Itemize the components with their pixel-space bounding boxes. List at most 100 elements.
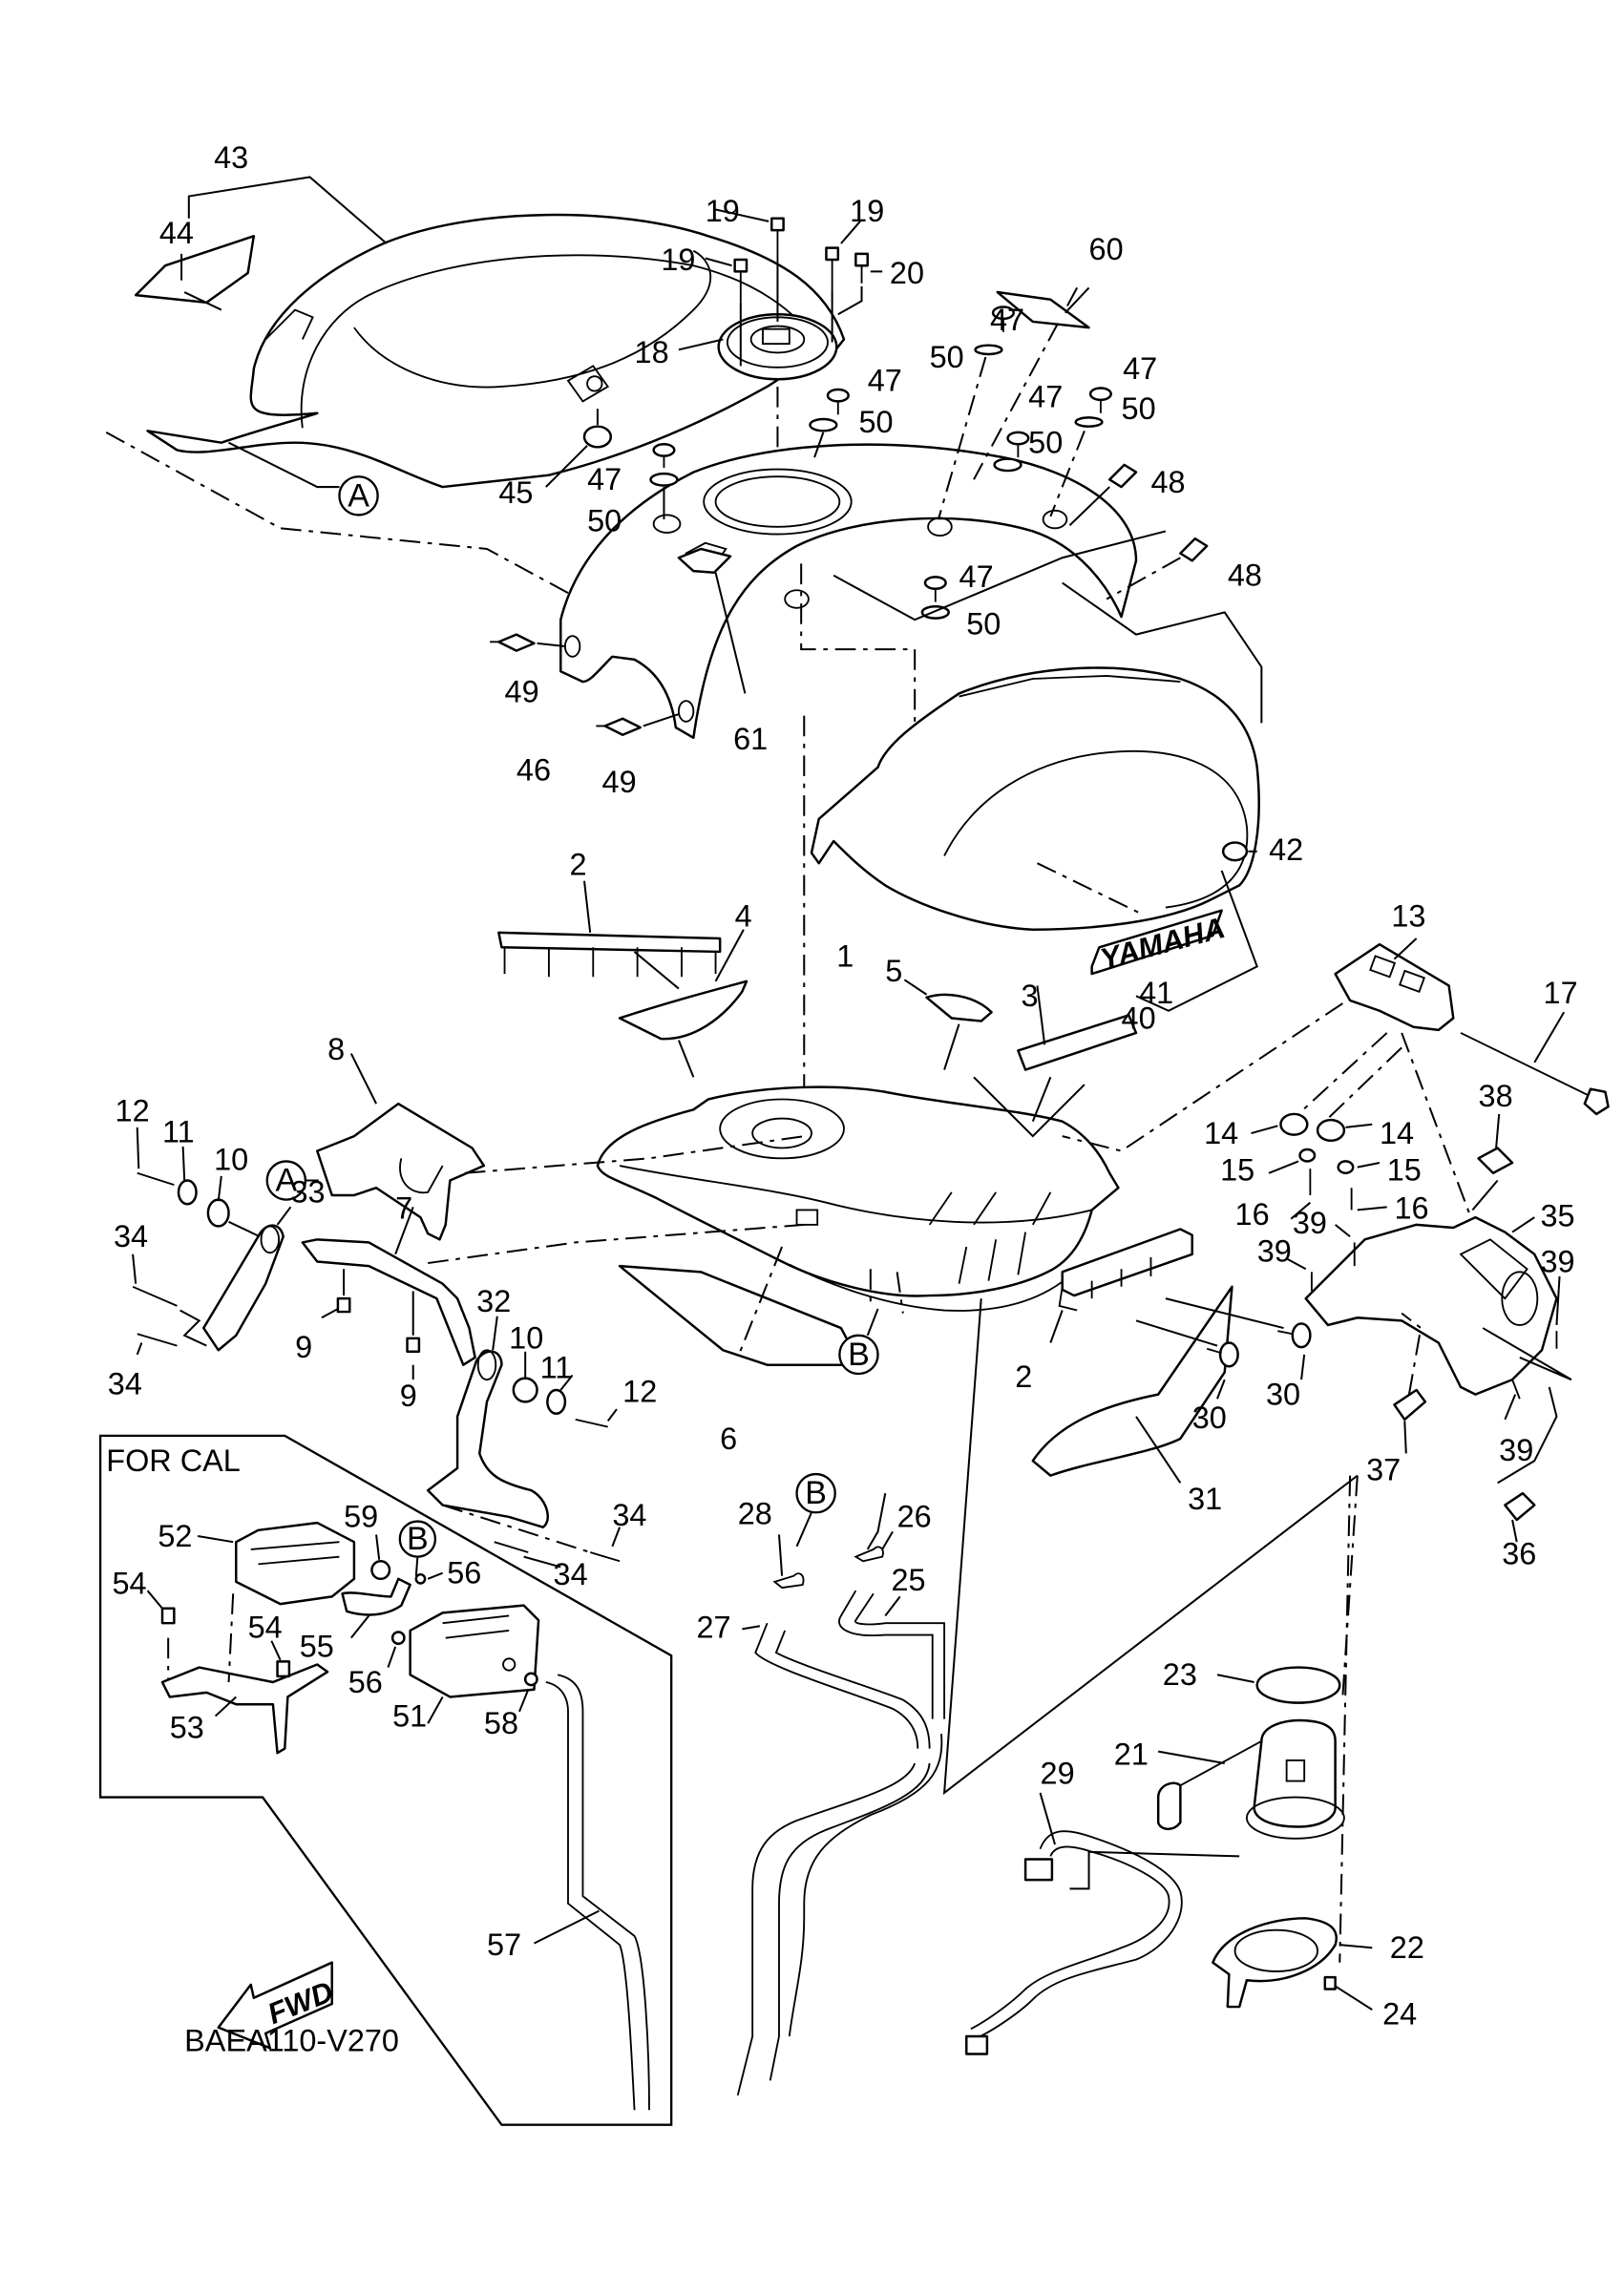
- callout-14: 14: [1204, 1116, 1238, 1150]
- callout-47: 47: [990, 303, 1024, 337]
- callout-29: 29: [1041, 1757, 1075, 1791]
- callout-36: 36: [1502, 1536, 1536, 1570]
- callout-44: 44: [159, 216, 194, 250]
- callout-18: 18: [635, 335, 669, 369]
- decal-44-part: [134, 235, 256, 305]
- callout-21: 21: [1114, 1738, 1149, 1772]
- hose-25-part: [788, 1590, 946, 2037]
- callout-15: 15: [1220, 1153, 1254, 1188]
- callout-57: 57: [487, 1927, 521, 1962]
- callout-23: 23: [1163, 1657, 1197, 1692]
- callout-15: 15: [1387, 1153, 1422, 1188]
- callout-35: 35: [1540, 1198, 1574, 1232]
- stay-33-part: [202, 1224, 285, 1352]
- drawing-code: BAEA110-V270: [184, 2023, 399, 2057]
- heat-protector-2a-part: [497, 931, 722, 978]
- callout-47: 47: [868, 364, 902, 398]
- callout-38: 38: [1479, 1079, 1513, 1113]
- callout-33: 33: [290, 1175, 325, 1210]
- clip-38-part: [1477, 1147, 1514, 1175]
- fuel-pump-21-part: [1156, 1718, 1345, 1840]
- callout-51: 51: [392, 1698, 427, 1733]
- callout-10: 10: [214, 1143, 248, 1177]
- bracket-13-part: [1334, 942, 1455, 1032]
- callout-47: 47: [959, 559, 994, 594]
- reference-marker-b-inset: B: [398, 1520, 437, 1558]
- bracket-53-part: [160, 1663, 329, 1755]
- callout-6: 6: [720, 1422, 737, 1456]
- callout-34: 34: [114, 1219, 148, 1253]
- callout-1: 1: [836, 938, 854, 973]
- bolt-9-parts: [336, 1296, 421, 1354]
- callout-20: 20: [890, 256, 924, 290]
- callout-60: 60: [1089, 232, 1124, 266]
- hose-57-part: [545, 1674, 650, 2111]
- canister-51-part: [409, 1604, 540, 1698]
- bolt-12-parts: [137, 1171, 608, 1428]
- connector-36-part: [1504, 1491, 1536, 1522]
- grommet-45-part: [582, 425, 613, 449]
- svg-text:A: A: [275, 1163, 297, 1199]
- callout-40: 40: [1122, 1001, 1156, 1035]
- heat-protector-2b-part: [1058, 1228, 1193, 1312]
- bolt-54-parts: [160, 1607, 291, 1678]
- callout-34: 34: [612, 1498, 646, 1532]
- cover-holes: [563, 509, 1068, 723]
- callout-24: 24: [1382, 1997, 1417, 2032]
- callout-17: 17: [1544, 976, 1578, 1010]
- screw-30-parts: [1206, 1322, 1312, 1368]
- svg-text:B: B: [848, 1337, 870, 1373]
- svg-text:B: B: [805, 1475, 827, 1511]
- callout-10: 10: [509, 1321, 543, 1356]
- callout-39: 39: [1293, 1206, 1327, 1240]
- tank-cover-part: [559, 443, 1138, 740]
- washer-50-parts: [649, 344, 1104, 620]
- callout-54: 54: [112, 1566, 146, 1600]
- callout-45: 45: [498, 475, 533, 510]
- clip-56-parts: [390, 1572, 427, 1646]
- callout-37: 37: [1366, 1452, 1401, 1486]
- callout-50: 50: [966, 607, 1001, 642]
- callout-31: 31: [1188, 1482, 1222, 1516]
- reference-marker-b-center: B: [838, 1334, 879, 1376]
- clip-49-parts: [490, 633, 642, 736]
- callout-54: 54: [248, 1611, 283, 1645]
- callout-11: 11: [540, 1351, 573, 1385]
- bracket-43: [187, 176, 388, 244]
- bolt-24-part: [1323, 1975, 1337, 1991]
- collar-10-parts: [206, 1198, 538, 1403]
- side-panel-part: [810, 666, 1260, 931]
- connector-37-part: [1393, 1388, 1427, 1422]
- bolt-19-parts: [733, 217, 869, 303]
- pad-5-part: [925, 993, 993, 1022]
- callout-56: 56: [348, 1665, 383, 1699]
- callout-42: 42: [1269, 832, 1303, 867]
- damper-14-parts: [1279, 1112, 1346, 1143]
- callout-49: 49: [505, 675, 539, 709]
- callout-32: 32: [476, 1284, 511, 1318]
- fuel-tank-part: [596, 1085, 1120, 1312]
- callout-43: 43: [214, 140, 248, 175]
- callout-59: 59: [344, 1500, 378, 1534]
- stay-32-part: [426, 1349, 549, 1528]
- screw-39-parts: [1310, 1242, 1558, 1400]
- collar-11-parts: [177, 1179, 567, 1415]
- pad-4-part: [618, 979, 748, 1041]
- bolt-34-parts: [132, 1285, 621, 1563]
- bracket-7-part: [301, 1238, 476, 1366]
- for-cal-title: FOR CAL: [106, 1443, 241, 1478]
- callout-11: 11: [162, 1114, 195, 1148]
- callout-48: 48: [1150, 465, 1185, 499]
- reference-marker-a-top: A: [338, 475, 379, 516]
- callout-48: 48: [1228, 558, 1262, 593]
- callout-5: 5: [885, 954, 902, 988]
- screw-47-parts: [652, 305, 1112, 602]
- bolt-17-part: [1460, 1032, 1610, 1116]
- decal-60-part: [996, 290, 1090, 329]
- fuel-pump-plate-22-part: [1212, 1917, 1338, 2009]
- bracket-35-part: [1304, 1215, 1558, 1396]
- callout-4: 4: [735, 899, 752, 934]
- callout-39: 39: [1499, 1433, 1533, 1467]
